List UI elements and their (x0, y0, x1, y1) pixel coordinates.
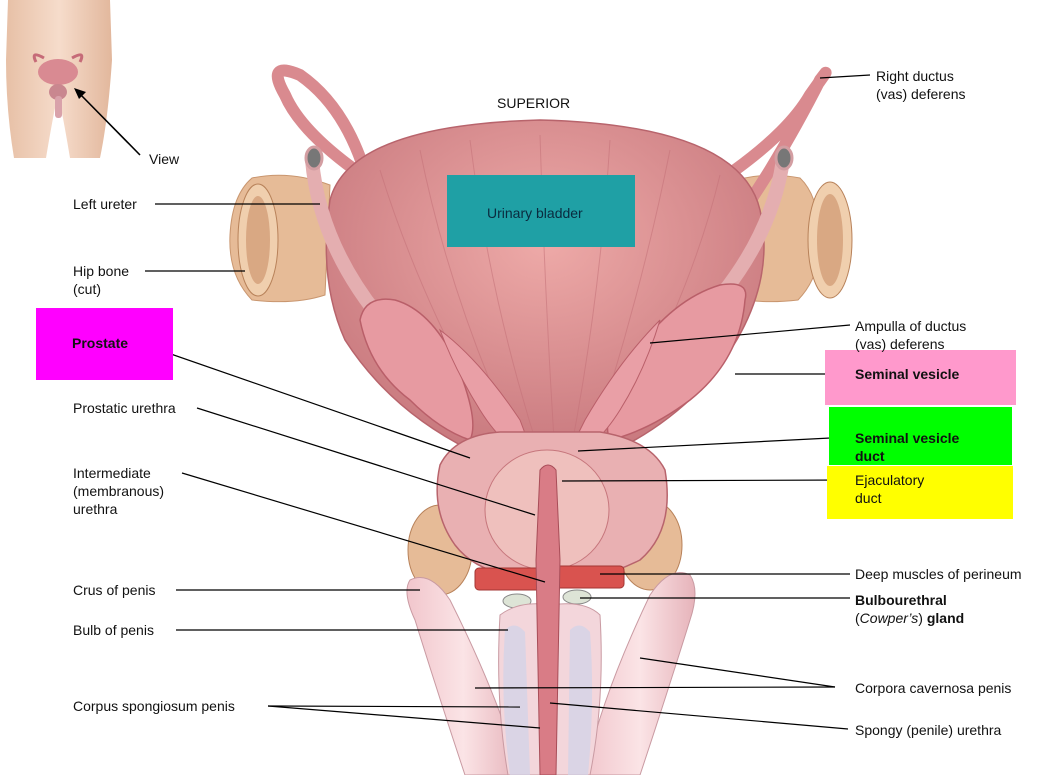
left-ureter-label: Left ureter (73, 196, 137, 212)
seminal-vesicle-box (825, 350, 1016, 405)
right-ureter-cut (774, 145, 794, 171)
ejaculatory-duct-box (827, 466, 1013, 519)
urinary-bladder-box (447, 175, 635, 247)
view-pointer (77, 91, 141, 156)
right-ductus-deferens-label: Right ductus(vas) deferens (876, 68, 966, 102)
superior-label: SUPERIOR (497, 95, 571, 111)
bulbourethral-label-line1: Bulbourethral (855, 592, 947, 608)
crus-right-shape (584, 572, 696, 775)
intermediate-urethra-label: Intermediate(membranous)urethra (73, 465, 165, 517)
view-label: View (149, 151, 180, 167)
urinary-bladder-label: Urinary bladder (487, 205, 583, 221)
seminal-vesicle-duct-box (829, 407, 1012, 465)
crus-left-shape (406, 577, 521, 775)
spongy-urethra-label: Spongy (penile) urethra (855, 722, 1002, 738)
view-arrowhead (74, 88, 86, 99)
gland-text: gland (926, 610, 965, 626)
left-seminal-vesicle-shape (359, 298, 474, 441)
prostatic-urethra-label: Prostatic urethra (73, 400, 176, 416)
corpora-cavernosa-label: Corpora cavernosa penis (855, 680, 1012, 696)
bulbourethral-label-line2: (Cowper’s) gland (855, 610, 965, 626)
bulbourethral-gland-right (562, 589, 592, 605)
prostate-label: Prostate (72, 335, 129, 351)
deep-muscles-label: Deep muscles of perineum (855, 566, 1022, 582)
corpus-spongiosum-label: Corpus spongiosum penis (73, 698, 235, 714)
bulb-of-penis-label: Bulb of penis (73, 622, 154, 638)
prostate-box (36, 308, 173, 380)
leader-lines (144, 74, 871, 730)
cowpers-text: Cowper’s (859, 610, 919, 626)
corpus-spongiosum-left (503, 625, 530, 775)
urethra-shape (535, 464, 561, 775)
hip-bone-label: Hip bone(cut) (73, 263, 130, 297)
seminal-vesicle-label: Seminal vesicle (855, 366, 960, 382)
left-ureter-cut (304, 145, 324, 171)
corpus-spongiosum-right (568, 625, 593, 775)
ampulla-label: Ampulla of ductus(vas) deferens (855, 318, 967, 352)
crus-of-penis-label: Crus of penis (73, 582, 156, 598)
inset-body-figure (0, 0, 118, 158)
hip-bone-left (229, 174, 331, 303)
deep-muscle-right (555, 565, 625, 589)
